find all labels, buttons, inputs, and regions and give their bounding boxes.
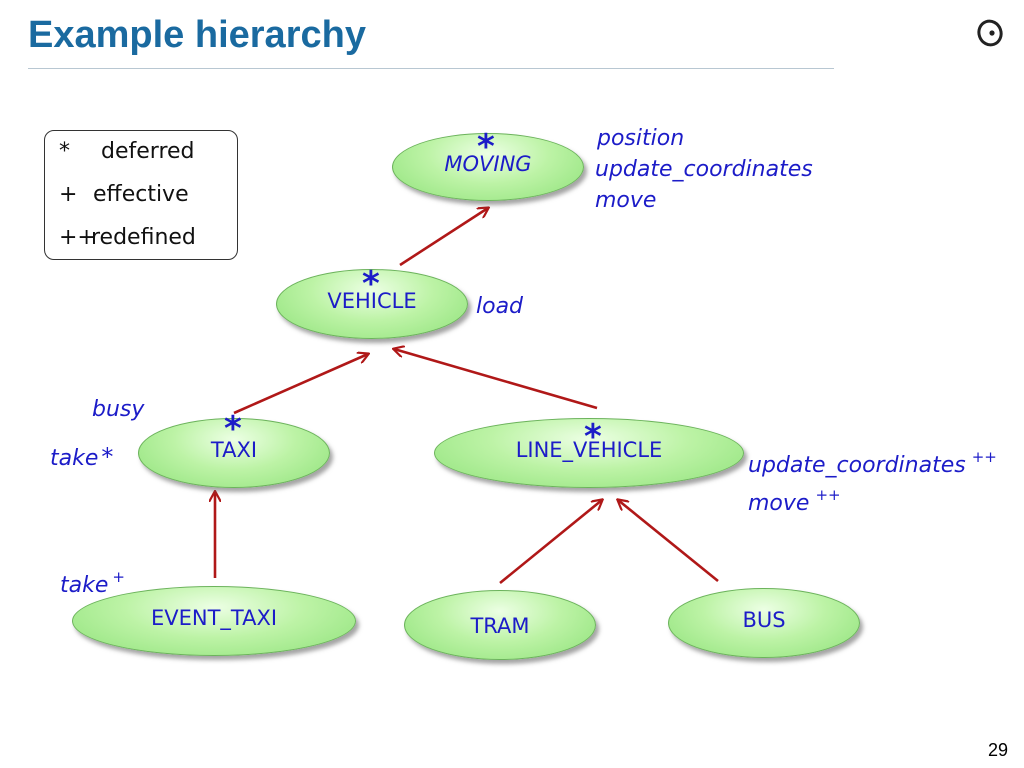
class-label: EVENT_TAXI <box>150 606 278 630</box>
legend-text: effective <box>93 182 189 207</box>
arrow-bus-to-line-vehicle <box>618 500 719 583</box>
feature-name: update_coordinates <box>748 453 966 478</box>
legend-item-redefined: ++redefined <box>59 225 196 250</box>
feature-update-coordinates: update_coordinates <box>595 157 813 182</box>
legend-box: * deferred + effective ++redefined <box>44 130 238 260</box>
feature-move-redefined: move ++ <box>748 486 841 516</box>
class-node-bus: BUS <box>668 588 860 658</box>
feature-name: move <box>748 491 810 516</box>
class-label: TAXI <box>210 438 258 462</box>
arrow-vehicle-to-moving <box>399 208 488 267</box>
legend-text: deferred <box>101 139 195 164</box>
feature-take-effective: take+ <box>60 568 125 598</box>
legend-item-effective: + effective <box>59 182 189 207</box>
feature-name: take <box>50 446 99 471</box>
feature-update-coordinates-redefined: update_coordinates ++ <box>748 448 997 478</box>
deferred-marker: * <box>224 409 242 449</box>
class-node-moving: MOVING <box>392 133 584 201</box>
feature-take-deferred: take* <box>50 443 113 471</box>
page-number: 29 <box>987 740 1008 760</box>
feature-position: position <box>597 126 685 151</box>
class-node-event-taxi: EVENT_TAXI <box>72 586 356 656</box>
redefined-marker: ++ <box>971 448 997 466</box>
class-node-taxi: TAXI <box>138 418 330 488</box>
legend-text: redefined <box>91 225 196 250</box>
deferred-marker: * <box>362 264 380 304</box>
arrow-tram-to-line-vehicle <box>499 500 602 585</box>
feature-move: move <box>595 188 657 213</box>
legend-symbol: + <box>59 182 78 207</box>
feature-load: load <box>476 294 524 319</box>
class-label: MOVING <box>444 152 532 176</box>
deferred-marker: * <box>477 127 495 167</box>
slide-title: Example hierarchy <box>28 14 366 56</box>
redefined-marker: ++ <box>815 486 841 504</box>
deferred-marker: * <box>101 443 114 471</box>
effective-marker: + <box>112 568 125 586</box>
deferred-marker: * <box>584 417 602 457</box>
class-label: VEHICLE <box>327 289 417 313</box>
class-label: BUS <box>742 608 786 632</box>
feature-busy: busy <box>92 397 145 422</box>
class-node-tram: TRAM <box>404 590 596 660</box>
title-divider <box>28 68 834 69</box>
arrow-taxi-to-vehicle <box>233 354 368 415</box>
arrow-line-vehicle-to-vehicle <box>394 349 598 410</box>
class-node-vehicle: VEHICLE <box>276 269 468 339</box>
legend-symbol: * <box>59 139 70 164</box>
legend-item-deferred: * deferred <box>59 139 195 164</box>
class-label: LINE_VEHICLE <box>515 438 663 462</box>
class-label: TRAM <box>470 614 530 638</box>
feature-name: take <box>60 573 109 598</box>
legend-symbol: ++ <box>59 225 96 250</box>
class-node-line-vehicle: LINE_VEHICLE <box>434 418 744 488</box>
logo-icon <box>977 19 1003 47</box>
